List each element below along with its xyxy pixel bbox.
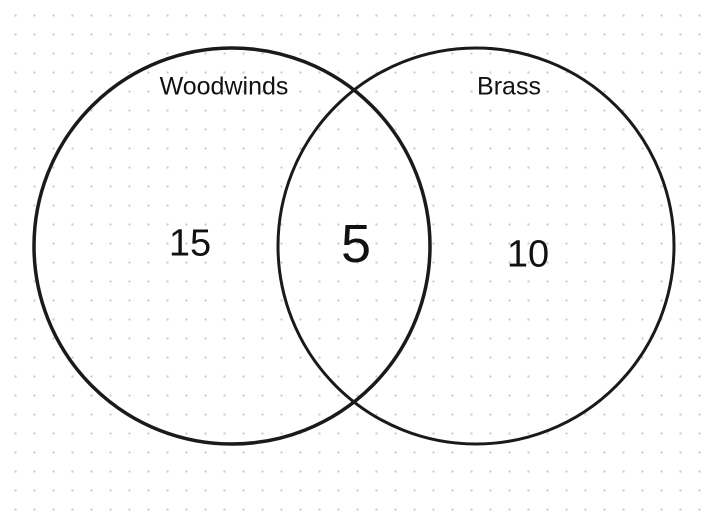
woodwinds-only-count: 15 [168, 222, 212, 265]
brass-label: Brass [477, 72, 541, 101]
intersection-count: 5 [340, 214, 372, 274]
woodwinds-label: Woodwinds [159, 72, 289, 101]
brass-only-count: 10 [506, 233, 550, 276]
woodwinds-circle [32, 46, 432, 446]
brass-circle [276, 46, 676, 446]
